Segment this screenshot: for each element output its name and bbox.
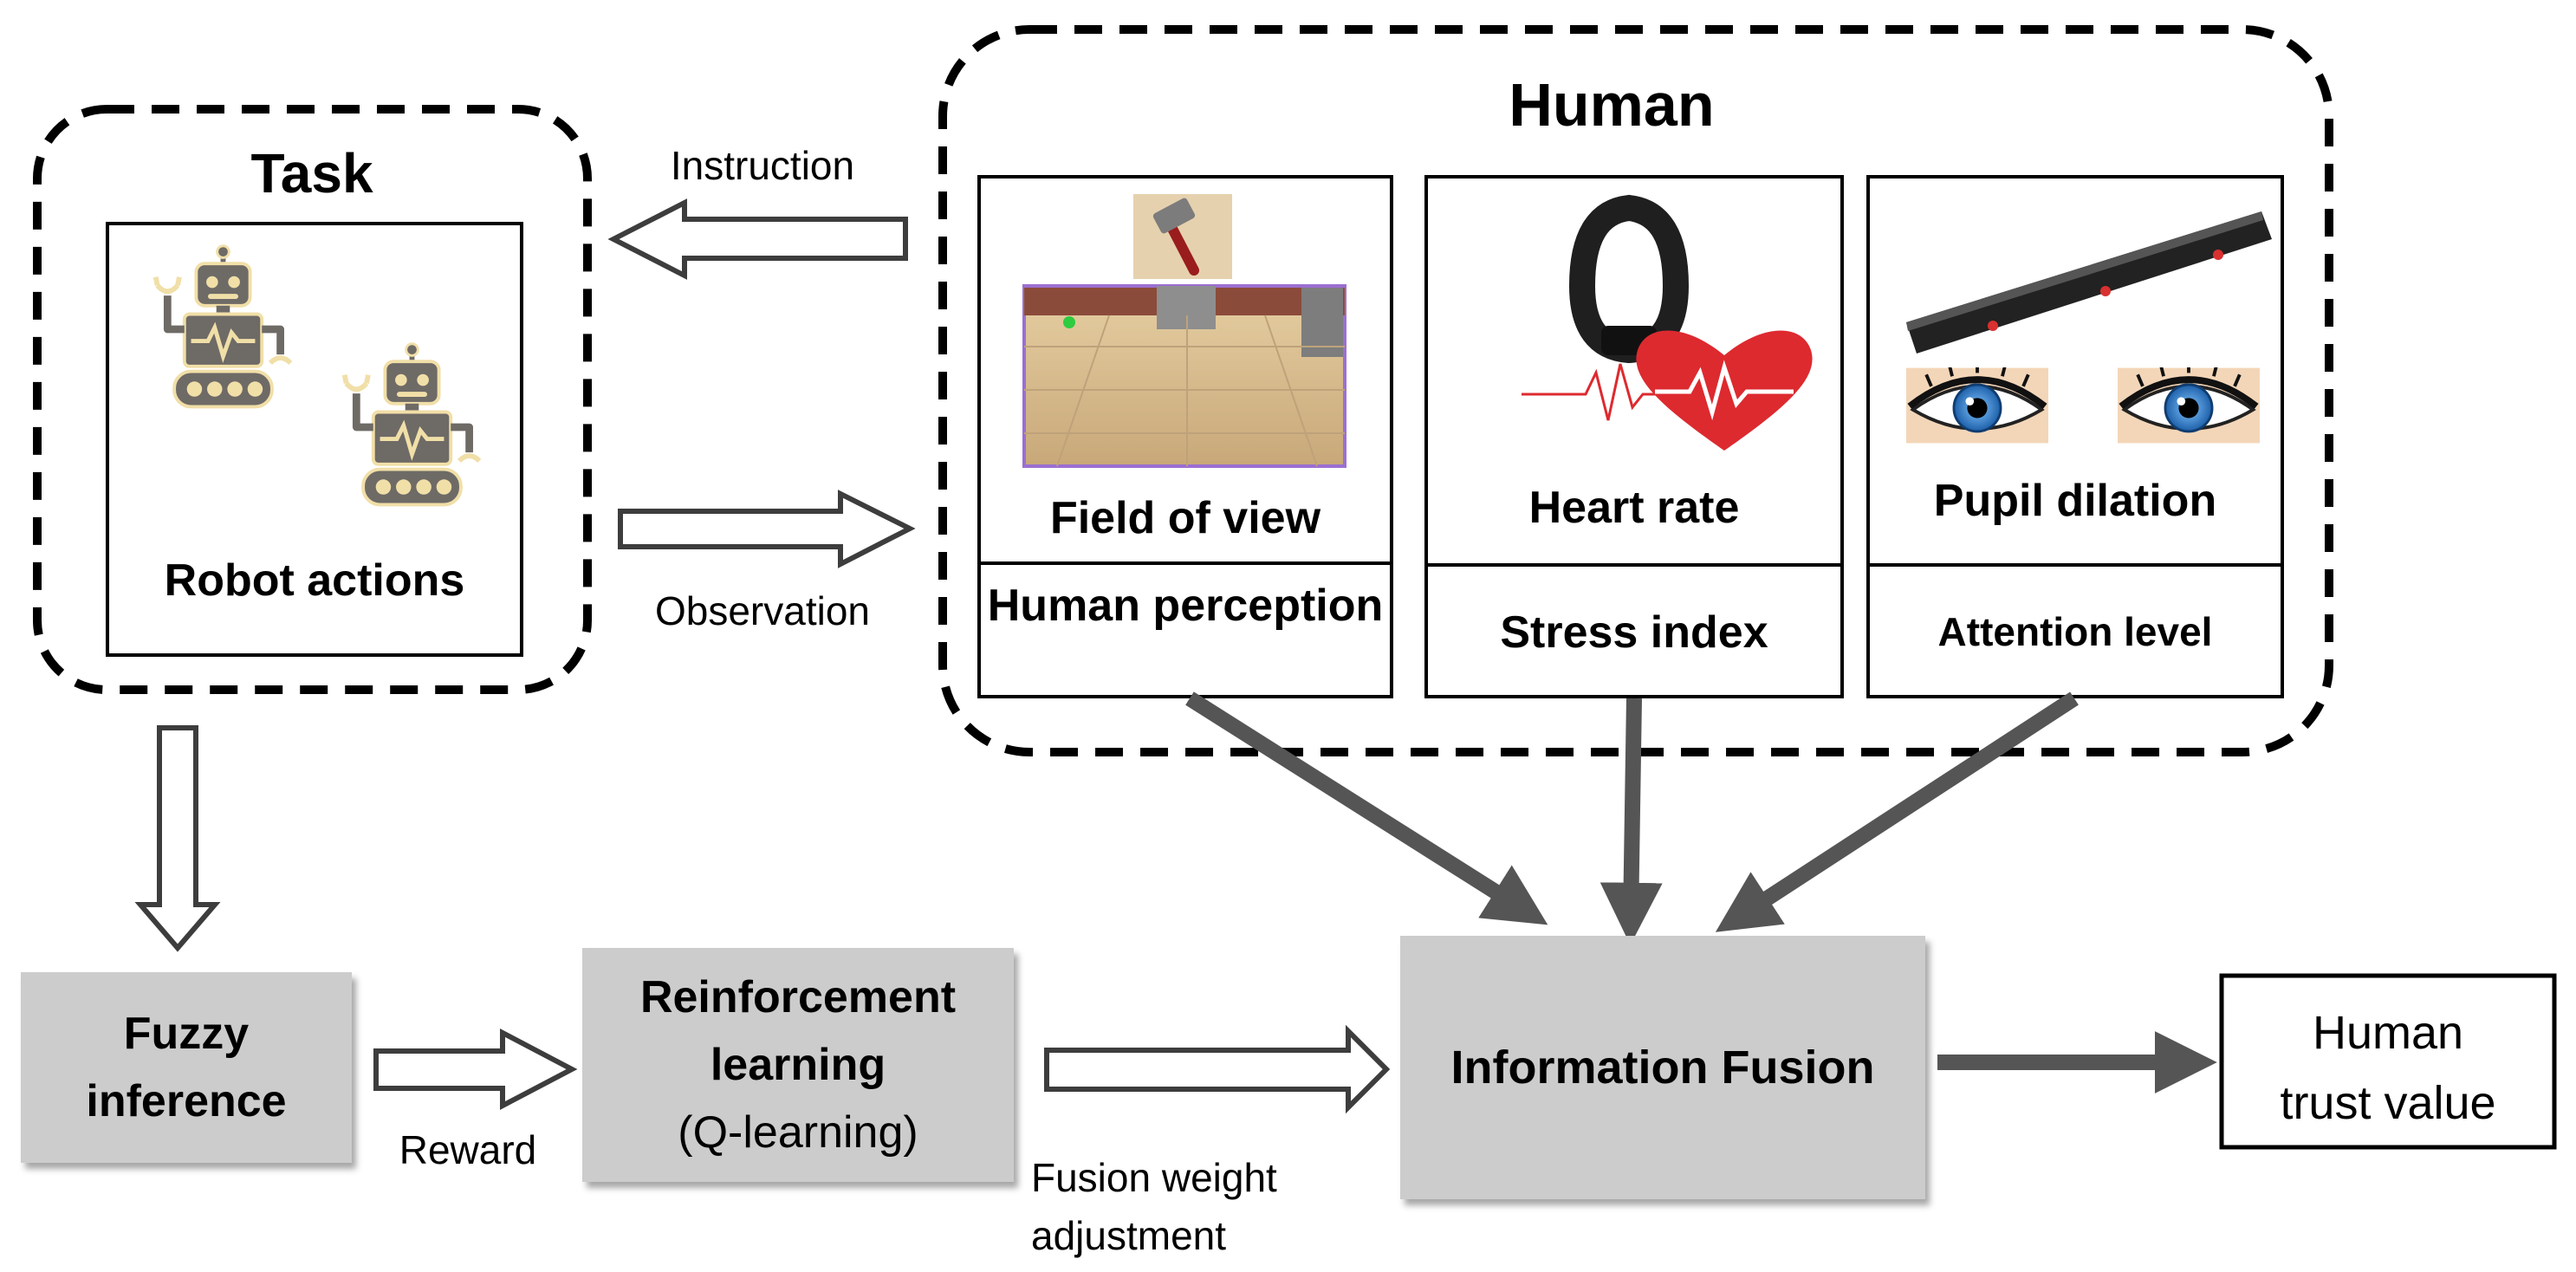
- task-group-outline: [33, 105, 592, 694]
- eye-icon: [2118, 363, 2260, 444]
- heart-rate-panel: [1424, 175, 1844, 698]
- trust-value-box: [2219, 973, 2557, 1150]
- heart-rate-caption: Heart rate: [1528, 483, 1740, 533]
- field-of-view-caption: Field of view: [1049, 493, 1321, 543]
- task-to-fuzzy-arrow: [134, 725, 221, 952]
- pupil-dilation-caption: Pupil dilation: [1933, 476, 2217, 526]
- heart-ecg-icon: [1522, 330, 1813, 451]
- eye-tracker-bar-icon: [1906, 211, 2272, 354]
- perception-to-fusion-arrow: [1185, 691, 1548, 925]
- robot-panel: [106, 222, 523, 657]
- robot-actions-label: Robot actions: [164, 555, 465, 606]
- trust-value-label: Human trust value: [2280, 1007, 2496, 1129]
- reinforcement-learning-box: Reinforcement learning (Q-learning): [582, 948, 1014, 1182]
- task-title: Task: [250, 142, 373, 204]
- attention-to-fusion-arrow: [1715, 691, 2079, 932]
- reward-arrow: [373, 1029, 578, 1110]
- human-title: Human: [1509, 71, 1715, 139]
- information-fusion-box: Information Fusion: [1400, 936, 1925, 1199]
- instruction-label: Instruction: [670, 143, 855, 188]
- attention-level-label: Attention level: [1937, 609, 2213, 654]
- fusion-weight-label: Fusion weight adjustment: [1031, 1155, 1277, 1258]
- fusion-weight-arrow: [1044, 1024, 1391, 1114]
- stress-index-label: Stress index: [1500, 607, 1768, 658]
- observation-label: Observation: [654, 588, 870, 633]
- observation-arrow: [618, 490, 916, 568]
- virtual-floor-scene-icon: [1022, 284, 1346, 468]
- hammer-icon: [1133, 194, 1232, 279]
- fuzzy-inference-box: Fuzzy inference: [21, 972, 352, 1163]
- stress-to-fusion-arrow: [1599, 698, 1663, 945]
- instruction-arrow: [607, 198, 908, 280]
- human-perception-label: Human perception: [987, 581, 1384, 631]
- reward-label: Reward: [399, 1127, 537, 1172]
- eye-icon: [1906, 363, 2048, 444]
